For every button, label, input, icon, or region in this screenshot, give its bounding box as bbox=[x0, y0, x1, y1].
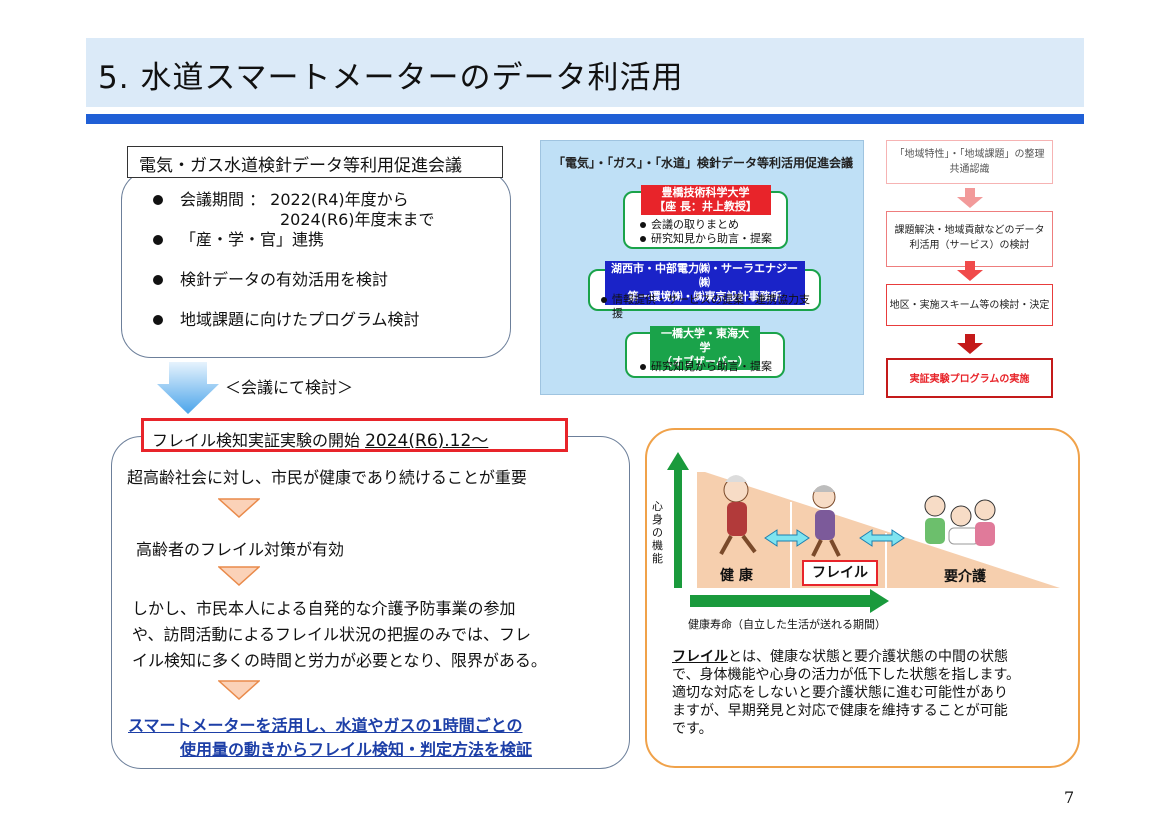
org-chart-title: 「電気」・「ガス」・「水道」検針データ等利活用促進会議 bbox=[552, 156, 853, 170]
org-item: 研究知見から助言・提案 bbox=[637, 232, 772, 246]
page-title: 5. 水道スマートメーターのデータ利活用 bbox=[98, 60, 684, 96]
definition-line: フレイルとは、健康な状態と要介護状態の中間の状態 bbox=[672, 648, 1072, 666]
definition-line: で、身体機能や心身の活力が低下した状態を指します。 bbox=[672, 667, 1021, 683]
frail-step3-line: や、訪問活動によるフレイル状況の把握のみでは、フレ bbox=[132, 625, 532, 644]
down-arrow-icon bbox=[157, 362, 219, 414]
frail-step1: 超高齢社会に対し、市民が健康であり続けることが重要 bbox=[127, 468, 527, 487]
stage-healthy-label: 健 康 bbox=[720, 568, 753, 584]
frail-step3-line: しかし、市民本人による自発的な介護予防事業の参加 bbox=[132, 599, 516, 618]
org-item: 会議の取りまとめ bbox=[637, 218, 772, 232]
org-group-university: 豊橋技術科学大学 【座 長：井上教授】 会議の取りまとめ 研究知見から助言・提案 bbox=[623, 185, 788, 249]
frailty-definition: フレイルとは、健康な状態と要介護状態の中間の状態 で、身体機能や心身の活力が低下… bbox=[672, 648, 1072, 738]
org-head-line: 一橋大学・東海大学 bbox=[661, 327, 749, 354]
frail-step2: 高齢者のフレイル対策が有効 bbox=[136, 540, 345, 559]
council-period-line1: 会議期間 ： 2022(R4)年度から bbox=[180, 190, 409, 209]
org-group-partners-head: 湖西市・中部電力㈱・サーラエナジー㈱ 第一環境㈱・㈱東京設計事務所 bbox=[604, 261, 805, 305]
flow-step1: 「地域特性」・「地域課題」の整理 共通認識 bbox=[886, 140, 1053, 184]
council-panel bbox=[121, 170, 511, 358]
flow-arrow-icon bbox=[957, 261, 983, 281]
flow-step1-line: 共通認識 bbox=[949, 164, 990, 175]
definition-line: 適切な対応をしないと要介護状態に進む可能性があり bbox=[672, 685, 1008, 701]
council-period-item: 会議期間 ： 2022(R4)年度から 2024(R6)年度末まで bbox=[150, 190, 500, 230]
council-period-line2: 2024(R6)年度末まで bbox=[280, 210, 435, 229]
flow-step2: 課題解決・地域貢献などのデータ 利活用（サービス）の検討 bbox=[886, 211, 1053, 267]
org-chart-panel: 「電気」・「ガス」・「水道」検針データ等利活用促進会議 豊橋技術科学大学 【座 … bbox=[540, 140, 864, 395]
flow-step3: 地区・実施スキーム等の検討・決定 bbox=[886, 284, 1053, 326]
flow-step1-line: 「地域特性」・「地域課題」の整理 bbox=[894, 149, 1045, 160]
org-head-line: 【座 長：井上教授】 bbox=[654, 200, 757, 213]
definition-text: とは、健康な状態と要介護状態の中間の状態 bbox=[728, 649, 1008, 665]
flow-arrow-icon bbox=[957, 334, 983, 354]
down-triangle-icon bbox=[218, 498, 260, 518]
org-group-observer-head: 一橋大学・東海大学 （オブザーバー） bbox=[650, 326, 760, 370]
frail-step3-line: イル検知に多くの時間と労力が必要となり、限界がある。 bbox=[132, 651, 547, 670]
org-head-line: （オブザーバー） bbox=[661, 355, 749, 368]
org-group-observer: 一橋大学・東海大学 （オブザーバー） 研究知見から助言・提案 bbox=[625, 326, 785, 378]
org-items: 会議の取りまとめ 研究知見から助言・提案 bbox=[637, 218, 772, 246]
frail-conclusion-line2: 使用量の動きからフレイル検知・判定方法を検証 bbox=[180, 740, 533, 759]
frail-study-panel bbox=[111, 436, 630, 769]
org-group-university-head: 豊橋技術科学大学 【座 長：井上教授】 bbox=[640, 185, 771, 215]
council-item-data-use: 検針データの有効活用を検討 bbox=[150, 270, 500, 310]
page-number: 7 bbox=[1064, 788, 1075, 807]
council-item-collaboration: 「産・学・官」連携 bbox=[150, 230, 500, 270]
flow-step2-line: 課題解決・地域貢献などのデータ bbox=[894, 225, 1045, 236]
frail-study-date: 2024(R6).12～ bbox=[365, 431, 489, 451]
frailty-stage-graphic bbox=[667, 452, 1060, 613]
stage-frail-label: フレイル bbox=[802, 560, 878, 586]
org-head-line: 湖西市・中部電力㈱・サーラエナジー㈱ bbox=[611, 262, 798, 289]
down-triangle-icon bbox=[218, 680, 260, 700]
org-head-line: 第一環境㈱・㈱東京設計事務所 bbox=[627, 290, 782, 303]
stage-care-label: 要介護 bbox=[944, 569, 986, 585]
definition-line: ますが、早期発見と対応で健康を維持することが可能 bbox=[672, 703, 1008, 719]
frail-step3: しかし、市民本人による自発的な介護予防事業の参加 や、訪問活動によるフレイル状況… bbox=[132, 596, 612, 674]
council-title: 電気・ガス水道検針データ等利用促進会議 bbox=[127, 146, 503, 178]
org-head-line: 豊橋技術科学大学 bbox=[661, 186, 750, 199]
council-item-program: 地域課題に向けたプログラム検討 bbox=[150, 310, 500, 350]
org-items: 情報提供・サービスの提案・連携協力支援 bbox=[598, 293, 819, 321]
frail-study-title: フレイル検知実証実験の開始 2024(R6).12～ bbox=[141, 418, 568, 452]
frail-conclusion-line1: スマートメーターを活用し、水道やガスの1時間ごとの bbox=[128, 716, 523, 735]
org-item: 情報提供・サービスの提案・連携協力支援 bbox=[598, 293, 819, 321]
discuss-label: ＜会議にて検討＞ bbox=[225, 378, 354, 397]
org-items: 研究知見から助言・提案 bbox=[637, 360, 772, 374]
y-axis-label: 心身の機能 bbox=[652, 500, 663, 565]
definition-line: です。 bbox=[672, 721, 713, 737]
org-group-partners: 湖西市・中部電力㈱・サーラエナジー㈱ 第一環境㈱・㈱東京設計事務所 情報提供・サ… bbox=[588, 261, 821, 320]
down-triangle-icon bbox=[218, 566, 260, 586]
definition-keyword: フレイル bbox=[672, 649, 728, 665]
flow-step4: 実証実験プログラムの実施 bbox=[886, 358, 1053, 398]
title-divider bbox=[86, 114, 1084, 124]
frail-study-title-text: フレイル検知実証実験の開始 bbox=[152, 431, 361, 450]
flow-arrow-icon bbox=[957, 188, 983, 208]
flow-step2-line: 利活用（サービス）の検討 bbox=[909, 240, 1030, 251]
council-bullet-list: 会議期間 ： 2022(R4)年度から 2024(R6)年度末まで 「産・学・官… bbox=[150, 190, 500, 350]
title-bar: 5. 水道スマートメーターのデータ利活用 bbox=[86, 38, 1084, 107]
x-axis-label: 健康寿命（自立した生活が送れる期間） bbox=[688, 618, 886, 631]
frail-conclusion: スマートメーターを活用し、水道やガスの1時間ごとの 使用量の動きからフレイル検知… bbox=[128, 714, 608, 762]
org-item: 研究知見から助言・提案 bbox=[637, 360, 772, 374]
